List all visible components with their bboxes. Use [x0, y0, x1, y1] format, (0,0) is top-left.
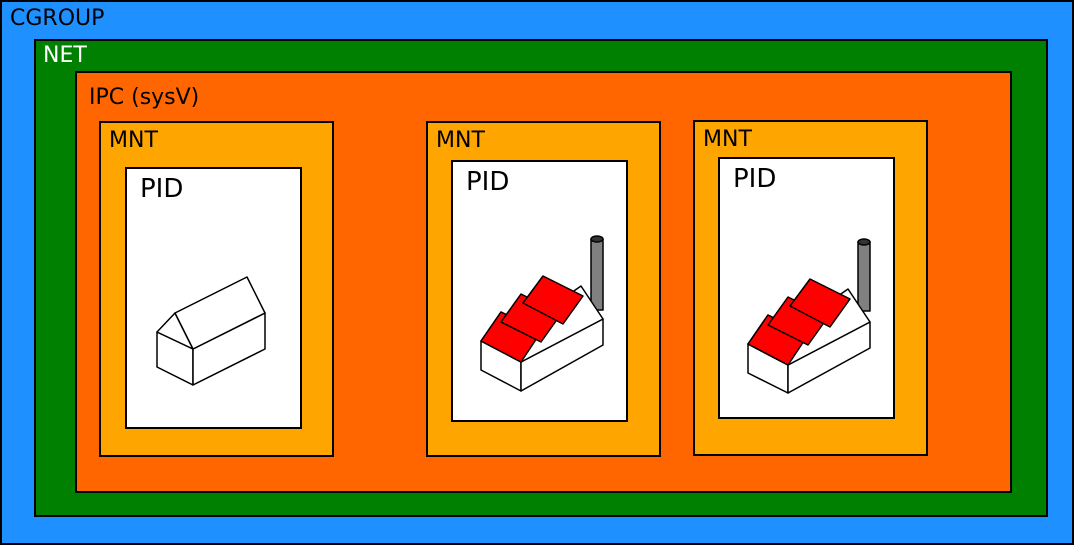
pid-label: PID	[140, 174, 184, 204]
net-label: NET	[43, 43, 87, 68]
mnt-label: MNT	[703, 127, 752, 152]
pid-label: PID	[733, 164, 777, 194]
pid-label: PID	[466, 167, 510, 197]
factory-icon	[747, 238, 871, 394]
pid-namespace-box: PID	[125, 167, 302, 429]
cgroup-label: CGROUP	[10, 6, 105, 31]
house-icon	[156, 276, 266, 386]
mnt-label: MNT	[109, 128, 158, 153]
pid-namespace-box: PID	[718, 157, 895, 419]
mnt-label: MNT	[436, 128, 485, 153]
factory-icon	[480, 235, 604, 392]
pid-namespace-box: PID	[451, 160, 628, 422]
ipc-label: IPC (sysV)	[89, 85, 200, 110]
